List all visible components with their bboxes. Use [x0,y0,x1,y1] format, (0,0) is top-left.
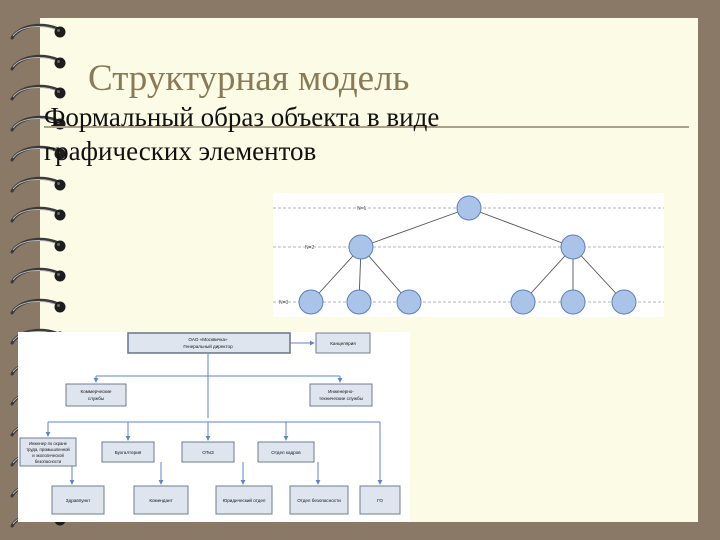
org-box-hr: Отдел кадров [257,441,315,463]
org-box-go-label: ГО [377,498,383,503]
binding-ring-icon [10,237,66,253]
binding-ring-icon [10,84,66,101]
binding-ring-icon [10,206,66,223]
tree-node-leaf [611,289,637,315]
binding-ring-icon [10,267,66,284]
tree-nodes [298,195,637,315]
org-box-health-center: Здравпункт [51,485,105,515]
org-box-ots-label: ОТиЗ [202,450,214,455]
org-box-security-label: Отдел безопасности [297,498,341,503]
org-box-commercial-line-2: службы [88,396,104,401]
org-box-legal: Юридический отдел [215,485,273,515]
binding-ring-icon [10,54,66,70]
org-box-safety-line-3: и экологической [32,453,64,458]
org-box-accounting-label: Бухгалтерия [115,450,142,455]
level-label-3: N=3 [279,300,289,306]
binding-ring-icon [10,115,66,131]
tree-node [560,234,586,260]
binding-ring-icon [10,23,66,40]
org-box-accounting: Бухгалтерия [101,441,155,463]
org-chart: ОАО «Москвичка» Генеральный директор Кан… [18,332,410,522]
edge [468,207,574,248]
org-box-commercial-line-1: Коммерческие [81,389,112,394]
org-box-ots: ОТиЗ [181,441,235,463]
org-box-security: Отдел безопасности [289,485,349,515]
org-box-health-center-label: Здравпункт [66,498,91,503]
hierarchy-tree-diagram: N=1 N=2 N=3 [273,193,664,317]
tree-node-leaf [510,289,536,315]
org-box-commandant-label: Комендант [149,498,173,503]
subtitle-line-1: Формальный образ объекта в виде [44,102,440,132]
level-label-1: N=1 [357,206,367,212]
org-connectors [45,340,383,485]
org-box-hr-label: Отдел кадров [271,450,301,455]
org-box-office: Канцелярия [315,332,371,354]
title-underline [44,126,689,128]
tree-node-root [456,195,482,221]
org-box-engineering-line-1: Инженерно- [328,389,354,394]
level-lines [273,207,664,303]
org-box-engineering-line-2: технические службы [319,396,363,401]
tree-svg: N=1 N=2 N=3 [273,195,664,315]
org-box-go: ГО [359,485,401,515]
binding-ring-icon [10,176,66,192]
tree-node-leaf [560,289,586,315]
org-box-commandant: Комендант [133,485,189,515]
org-box-engineering: Инженерно- технические службы [309,383,373,407]
org-box-director: ОАО «Москвичка» Генеральный директор [127,332,291,354]
org-box-director-line-1: ОАО «Москвичка» [188,337,228,342]
slide-subtitle: Формальный образ объекта в виде графичес… [44,100,564,168]
subtitle-line-2: графических элементов [44,136,317,166]
org-box-legal-label: Юридический отдел [223,497,266,503]
org-box-director-line-2: Генеральный директор [183,343,233,349]
binding-ring-icon [10,145,66,162]
org-box-office-label: Канцелярия [330,341,356,346]
edge [572,246,625,303]
org-box-safety-line-4: безопасности [35,459,62,464]
org-box-safety-line-1: Инженер по охране [29,441,68,446]
org-chart-svg: ОАО «Москвичка» Генеральный директор Кан… [19,332,401,515]
slide-title: Структурная модель [88,58,410,99]
level-label-2: N=2 [305,245,315,251]
org-box-safety-engineer: Инженер по охране труда, промышленной и … [19,437,77,467]
tree-node-leaf [346,289,372,315]
org-box-safety-line-2: труда, промышленной [26,447,70,452]
tree-node-leaf [396,289,422,315]
edge [360,207,470,248]
tree-node-leaf [298,289,324,315]
org-box-commercial: Коммерческие службы [65,383,127,407]
tree-node [348,234,374,260]
binding-ring-icon [10,298,66,314]
